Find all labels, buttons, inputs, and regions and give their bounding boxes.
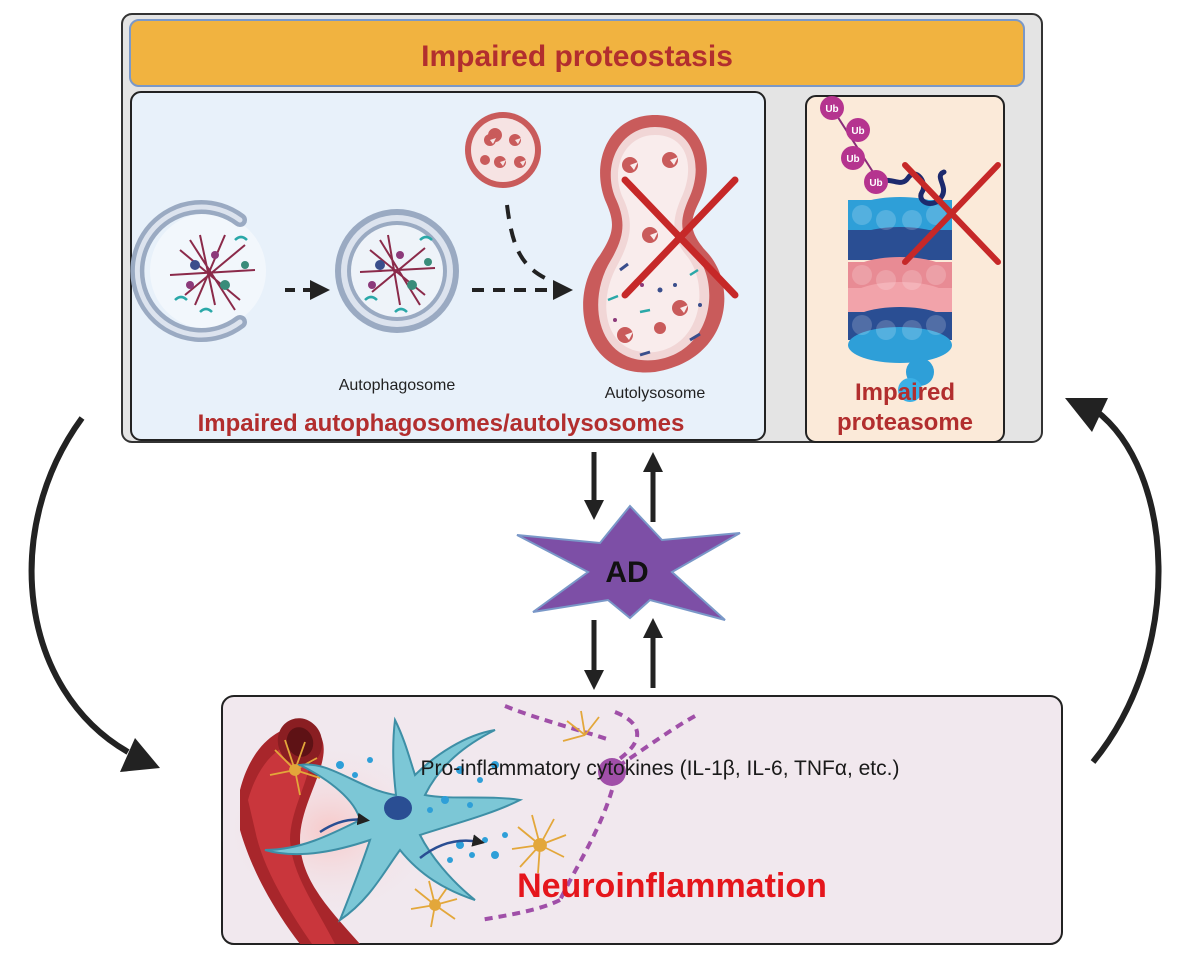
neuron-icon: [479, 704, 696, 922]
proteasome-caption-line2: proteasome: [837, 409, 973, 436]
ubiquitin-icon: [820, 96, 844, 120]
autolysosome-label: Autolysosome: [605, 385, 706, 402]
neuroinflammation-title: Neuroinflammation: [517, 867, 827, 905]
autophagosome-label: Autophagosome: [339, 377, 456, 394]
cross-icon: [621, 176, 739, 299]
autophagy-caption: Impaired autophagosomes/autolysosomes: [198, 410, 685, 437]
ad-arrows-bottom: [584, 618, 663, 690]
ubiquitin-label: Ub: [869, 178, 882, 189]
astrocyte-icon: [562, 710, 600, 742]
ubiquitin-label: Ub: [846, 154, 859, 165]
proteostasis-panel: Impaired proteostasis: [121, 13, 1043, 443]
ubiquitin-icon: [864, 170, 888, 194]
neuron-soma: [598, 758, 626, 786]
microglia-icon: [264, 716, 524, 923]
header-bar: [129, 19, 1025, 87]
proteasome-caption-line1: Impaired: [855, 379, 955, 406]
migration-arrow: [319, 812, 370, 834]
ubiquitin-chain: Ub Ub Ub Ub: [820, 96, 888, 194]
lysosome-icon: [465, 112, 541, 188]
autophagosome-icon: [335, 209, 459, 333]
astrocyte-icon: [269, 739, 321, 796]
migration-arrow: [419, 834, 485, 859]
ubiquitin-label: Ub: [851, 126, 864, 137]
ubiquitin-label: Ub: [825, 104, 838, 115]
ad-label: AD: [605, 556, 648, 589]
ad-arrows-top: [584, 452, 663, 522]
curved-arrow-icon: [28, 416, 160, 772]
ubiquitin-icon: [841, 146, 865, 170]
astrocyte-icon: [511, 814, 567, 874]
dashed-arrow-lysosome: [505, 204, 546, 280]
astrocyte-icon: [410, 880, 458, 928]
neuroinflammation-panel: Pro-inflammatory cytokines (IL-1β, IL-6,…: [220, 695, 1063, 945]
curved-arrow-icon: [1065, 398, 1162, 764]
header-title: Impaired proteostasis: [421, 40, 733, 73]
ad-star: AD: [516, 504, 741, 621]
cytokines-text: Pro-inflammatory cytokines (IL-1β, IL-6,…: [421, 757, 900, 780]
proteasome-icon: [848, 169, 952, 402]
phagophore-icon: [130, 200, 266, 342]
cross-icon: [902, 162, 1001, 265]
ubiquitin-icon: [846, 118, 870, 142]
